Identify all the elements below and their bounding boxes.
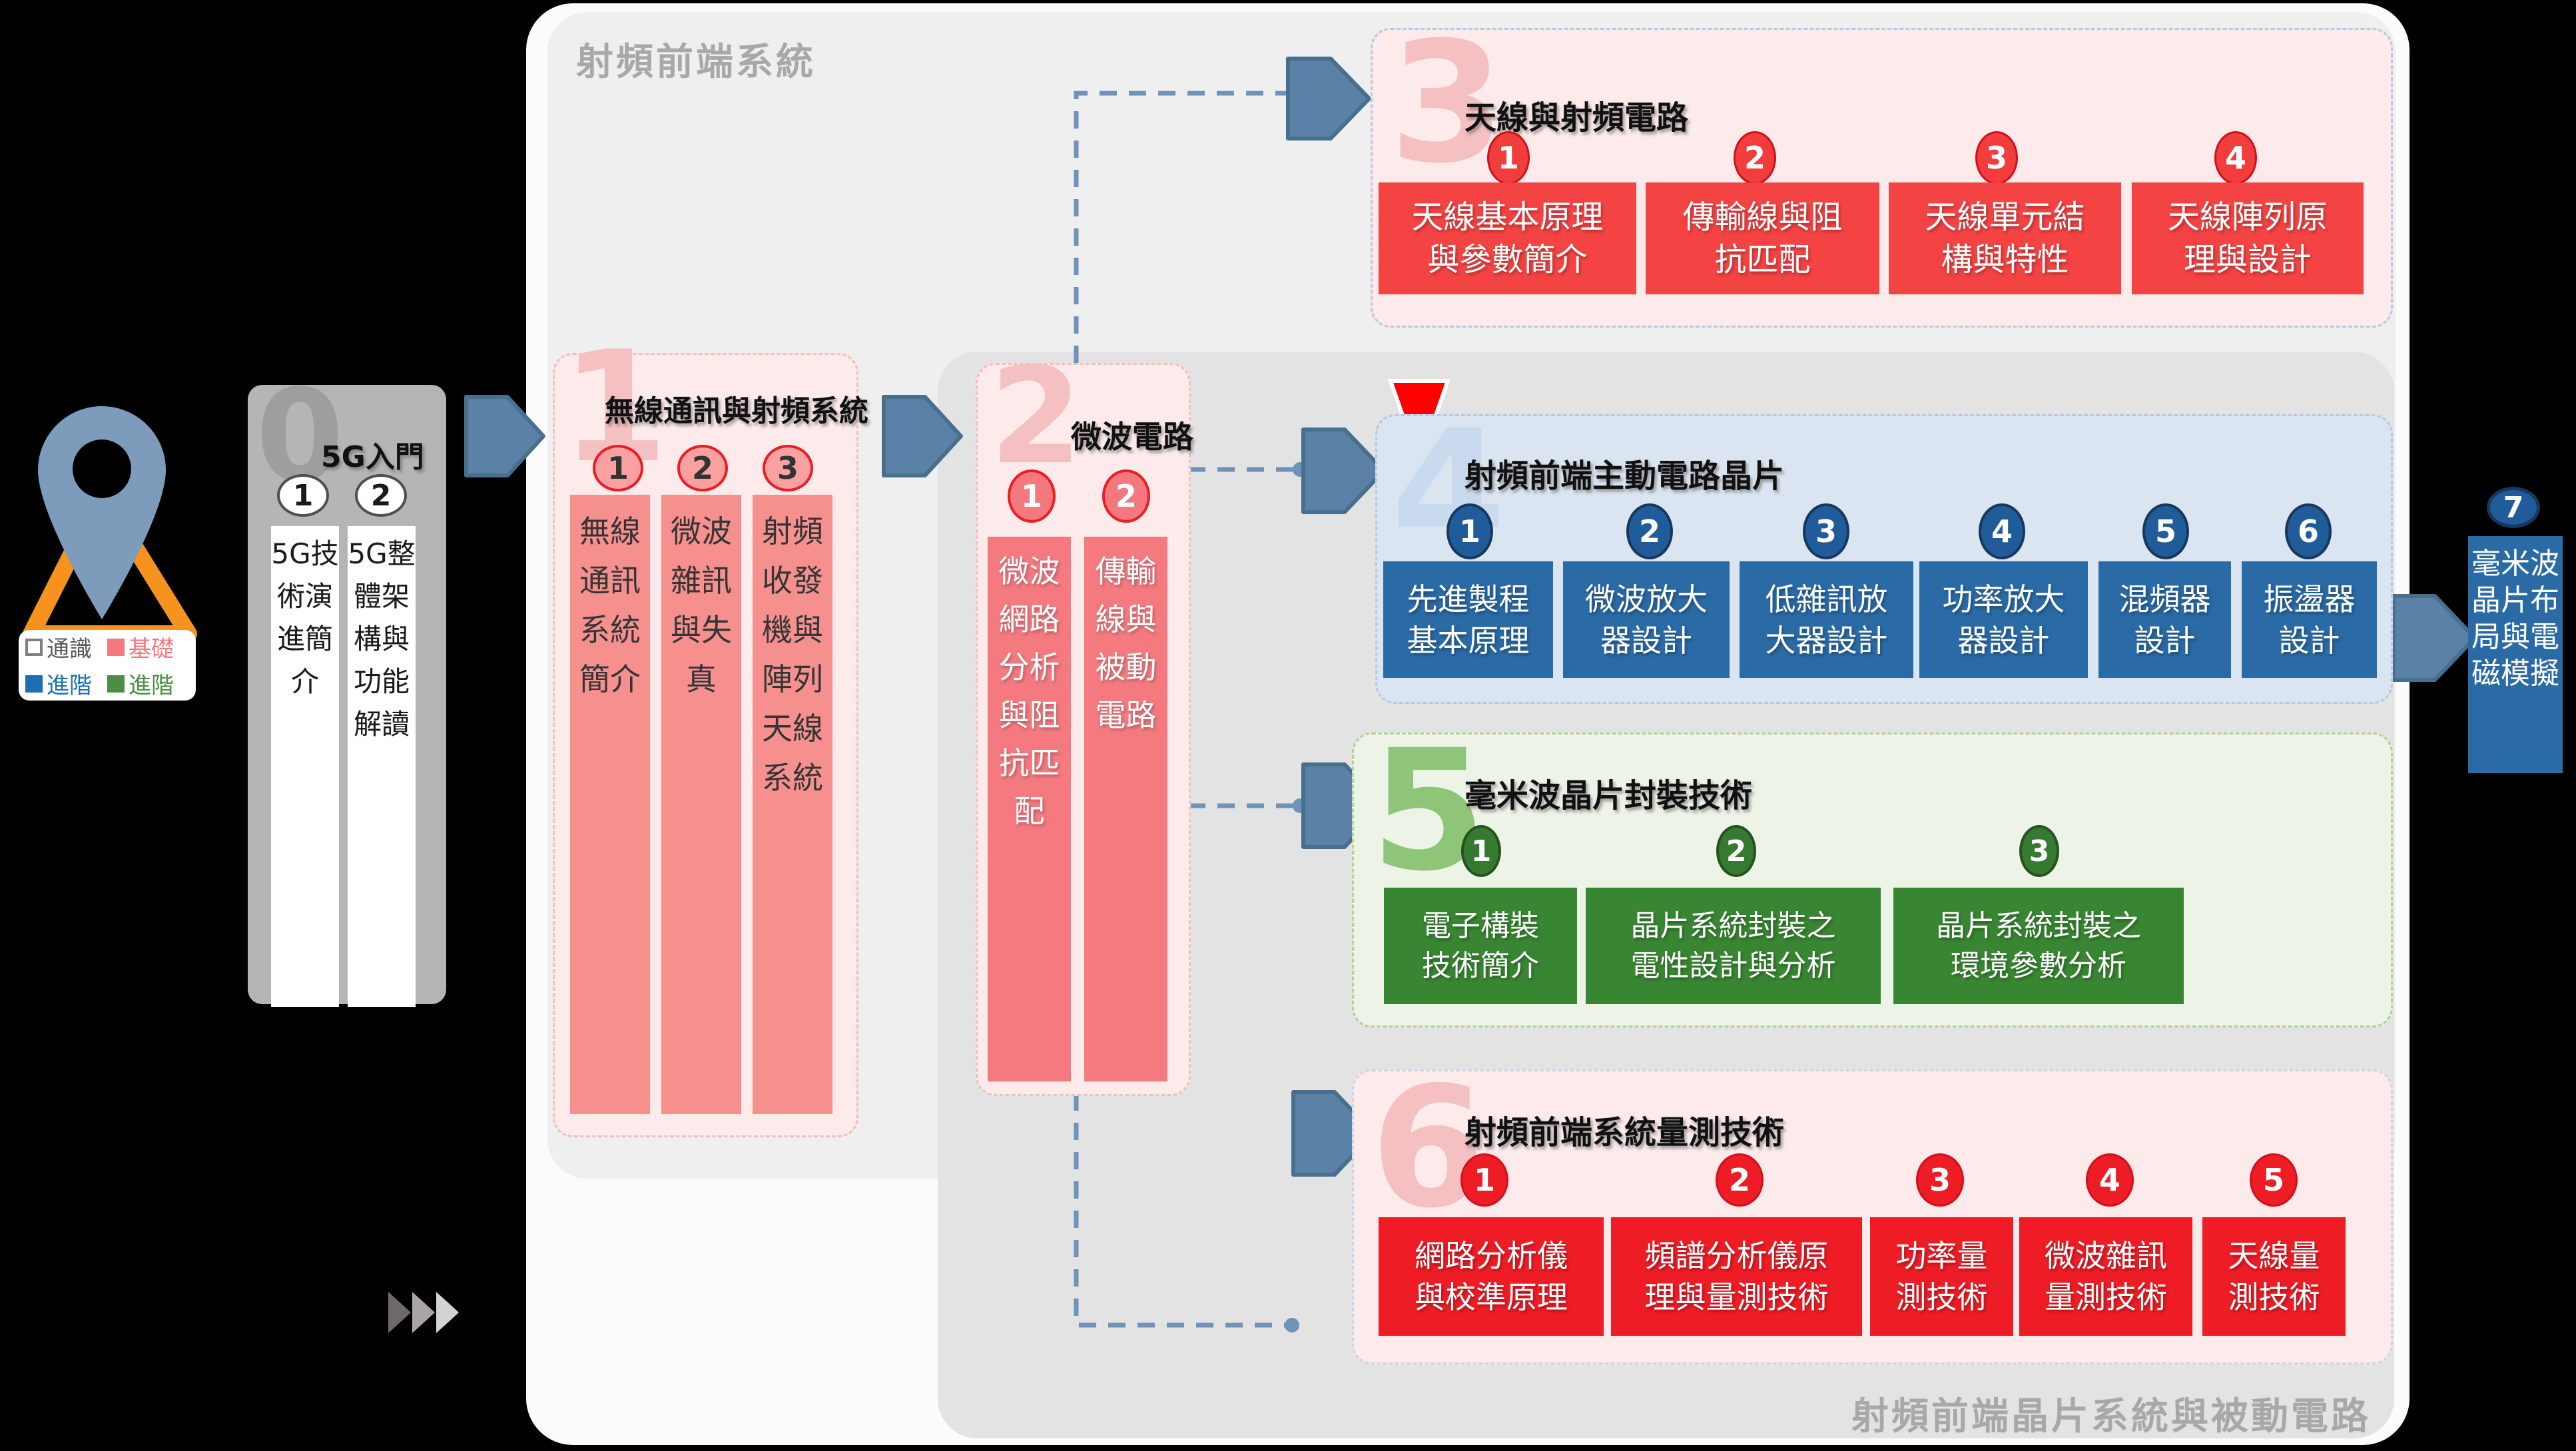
module-6-item-5[interactable]: 天線量 測技術	[2202, 1217, 2346, 1336]
module-6-item-3-badge: 3	[1916, 1153, 1964, 1207]
module-4-item-4-badge: 4	[1979, 503, 2025, 559]
module-4-rf-front-end-active-chips[interactable]: 4 射頻前端主動電路晶片 1 2 3 4 5 6 先進製程 基本原理 微波放大 …	[1375, 408, 2393, 704]
module-4-item-2-badge: 2	[1626, 503, 1673, 559]
module-3-item-2[interactable]: 傳輸線與阻 抗匹配	[1646, 182, 1879, 294]
module-4-title: 射頻前端主動電路晶片	[1464, 457, 1785, 495]
module-2-title: 微波電路	[1071, 419, 1193, 455]
module-6-item-2-badge: 2	[1716, 1153, 1764, 1207]
module-6-item-5-badge: 5	[2250, 1153, 2298, 1207]
module-3-item-2-badge: 2	[1734, 131, 1776, 184]
module-4-item-1-badge: 1	[1447, 503, 1493, 559]
module-3-antenna-rf-circuits[interactable]: 3 天線與射頻電路 1 2 3 4 天線基本原理 與參數簡介 傳輸線與阻 抗匹配…	[1371, 20, 2393, 328]
legend: 通識 基礎 進階 進階	[19, 630, 196, 701]
module-0-title: 5G入門	[321, 440, 424, 474]
module-1-item-2[interactable]: 微波雜訊與失真	[661, 495, 741, 1114]
module-0-item-2-badge: 2	[355, 474, 407, 517]
module-1-item-1[interactable]: 無線通訊系統簡介	[570, 495, 650, 1114]
module-4-item-2[interactable]: 微波放大 器設計	[1563, 561, 1730, 678]
module-2-item-1-badge: 1	[1008, 469, 1056, 523]
module-4-item-3[interactable]: 低雜訊放 大器設計	[1740, 561, 1913, 678]
module-4-item-4[interactable]: 功率放大 器設計	[1919, 561, 2088, 678]
module-2-item-1[interactable]: 微波網路分析與阻抗匹配	[988, 537, 1071, 1081]
module-5-mmwave-chip-packaging[interactable]: 5 毫米波晶片封裝技術 1 2 3 電子構裝 技術簡介 晶片系統封裝之 電性設計…	[1352, 728, 2393, 1027]
module-2-item-2[interactable]: 傳輸線與被動電路	[1084, 537, 1167, 1081]
module-3-item-3[interactable]: 天線單元結 構與特性	[1889, 182, 2121, 294]
module-1-item-2-badge: 2	[677, 445, 728, 491]
module-6-number-watermark: 6	[1371, 1051, 1486, 1245]
fast-forward-icon	[388, 1292, 459, 1333]
module-6-title: 射頻前端系統量測技術	[1464, 1114, 1785, 1151]
module-4-item-6[interactable]: 振盪器 設計	[2242, 561, 2377, 678]
module-5-item-1[interactable]: 電子構裝 技術簡介	[1384, 888, 1577, 1004]
module-6-item-2[interactable]: 頻譜分析儀原 理與量測技術	[1611, 1217, 1862, 1336]
module-1-item-3[interactable]: 射頻收發機與陣列天線系統	[753, 495, 832, 1114]
module-5-item-1-badge: 1	[1461, 825, 1501, 877]
location-pin-icon	[23, 406, 197, 643]
legend-item-advanced-green: 進階	[107, 667, 189, 700]
module-1-item-1-badge: 1	[593, 445, 643, 491]
module-7-mmwave-layout-em-simulation[interactable]: 毫米波晶片布局與電磁模擬	[2468, 536, 2563, 773]
module-5-item-3[interactable]: 晶片系統封裝之 環境參數分析	[1893, 888, 2184, 1004]
module-2-item-2-badge: 2	[1102, 469, 1150, 523]
module-4-item-6-badge: 6	[2285, 503, 2332, 559]
legend-item-advanced-blue: 進階	[25, 667, 107, 700]
general-swatch-icon	[25, 638, 43, 656]
legend-label: 通識	[47, 636, 92, 663]
module-6-item-4-badge: 4	[2086, 1153, 2134, 1207]
module-3-item-1-badge: 1	[1487, 131, 1530, 184]
module-6-item-4[interactable]: 微波雜訊 量測技術	[2019, 1217, 2192, 1336]
legend-label: 基礎	[129, 636, 174, 663]
legend-item-basic: 基礎	[107, 631, 189, 663]
module-6-item-1-badge: 1	[1460, 1153, 1508, 1207]
module-6-rf-measurement-techniques[interactable]: 6 射頻前端系統量測技術 1 2 3 4 5 網路分析儀 與校準原理 頻譜分析儀…	[1352, 1065, 2393, 1364]
module-4-item-3-badge: 3	[1803, 503, 1849, 559]
module-0-5g-intro[interactable]: 0 5G入門 1 2 5G技術演進簡介 5G整體架構與功能解讀	[248, 373, 446, 1007]
module-1-wireless-rf-systems[interactable]: 1 無線通訊與射頻系統 1 2 3 無線通訊系統簡介 微波雜訊與失真 射頻收發機…	[553, 332, 868, 1137]
module-4-item-1[interactable]: 先進製程 基本原理	[1383, 561, 1553, 678]
module-1-title: 無線通訊與射頻系統	[605, 394, 868, 428]
module-4-item-5[interactable]: 混頻器 設計	[2098, 561, 2231, 678]
advanced-green-swatch-icon	[107, 675, 125, 693]
module-6-item-1[interactable]: 網路分析儀 與校準原理	[1379, 1217, 1604, 1336]
module-1-item-3-badge: 3	[763, 445, 813, 491]
rf-chip-system-label: 射頻前端晶片系統與被動電路	[1851, 1395, 2371, 1438]
legend-label: 進階	[129, 673, 174, 699]
module-2-number-watermark: 2	[990, 339, 1083, 494]
module-3-item-4-badge: 4	[2214, 131, 2257, 184]
module-5-item-2-badge: 2	[1716, 825, 1756, 877]
module-5-item-3-badge: 3	[2019, 825, 2059, 877]
rf-front-end-system-label: 射頻前端系統	[576, 41, 816, 84]
legend-label: 進階	[47, 673, 92, 699]
legend-item-general: 通識	[25, 631, 107, 663]
module-3-item-3-badge: 3	[1975, 131, 2018, 184]
module-7-badge: 7	[2487, 487, 2540, 528]
module-2-microwave-circuits[interactable]: 2 微波電路 1 2 微波網路分析與阻抗匹配 傳輸線與被動電路	[976, 350, 1193, 1096]
module-0-item-1-badge: 1	[277, 474, 329, 517]
module-3-item-4[interactable]: 天線陣列原 理與設計	[2132, 182, 2364, 294]
module-5-item-2[interactable]: 晶片系統封裝之 電性設計與分析	[1586, 888, 1881, 1004]
module-3-title: 天線與射頻電路	[1464, 99, 1689, 137]
module-6-item-3[interactable]: 功率量 測技術	[1870, 1217, 2013, 1336]
module-4-item-5-badge: 5	[2142, 503, 2189, 559]
module-0-item-1[interactable]: 5G技術演進簡介	[271, 526, 339, 1007]
module-3-item-1[interactable]: 天線基本原理 與參數簡介	[1379, 182, 1636, 294]
module-0-item-2[interactable]: 5G整體架構與功能解讀	[348, 526, 416, 1007]
advanced-blue-swatch-icon	[25, 675, 43, 693]
basic-swatch-icon	[107, 638, 125, 656]
module-3-number-watermark: 3	[1389, 6, 1505, 200]
module-5-title: 毫米波晶片封裝技術	[1464, 777, 1753, 814]
